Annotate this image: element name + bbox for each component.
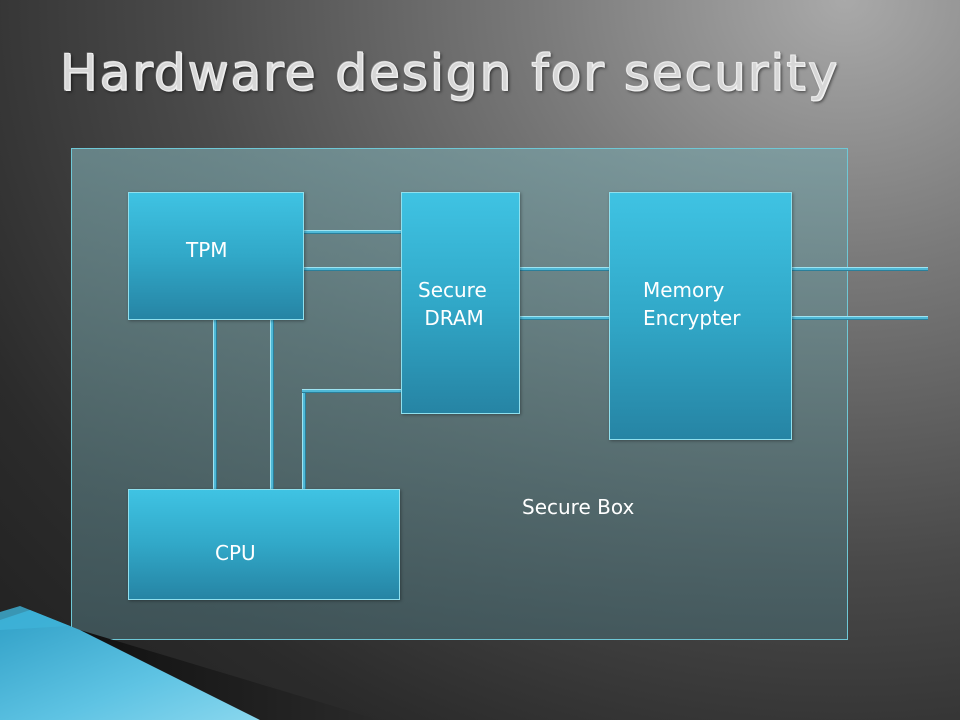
decorative-corner-shape: [0, 606, 380, 720]
wire-tpm-cpu-2: [270, 320, 274, 489]
wire-encrypter-out-1: [792, 267, 928, 271]
wire-tpm-cpu-1: [213, 320, 217, 489]
secure-box-label: Secure Box: [522, 495, 635, 519]
tpm-block: [128, 192, 304, 320]
wire-cpu-dram-vertical: [302, 389, 306, 489]
tpm-label: TPM: [186, 238, 228, 262]
wire-dram-encrypter-1: [520, 267, 609, 271]
wire-encrypter-out-2: [792, 316, 928, 320]
memory-encrypter-label: Memory Encrypter: [643, 278, 741, 330]
wire-dram-encrypter-2: [520, 316, 609, 320]
memory-encrypter-block: [609, 192, 792, 440]
wire-tpm-dram-2: [304, 267, 401, 271]
cpu-label: CPU: [215, 541, 256, 565]
wire-tpm-dram-1: [304, 230, 401, 234]
slide-title: Hardware design for security: [59, 44, 840, 103]
cpu-block: [128, 489, 400, 600]
wire-cpu-dram-horizontal: [302, 389, 401, 393]
secure-dram-label: Secure DRAM: [418, 278, 487, 330]
secure-dram-block: [401, 192, 520, 414]
